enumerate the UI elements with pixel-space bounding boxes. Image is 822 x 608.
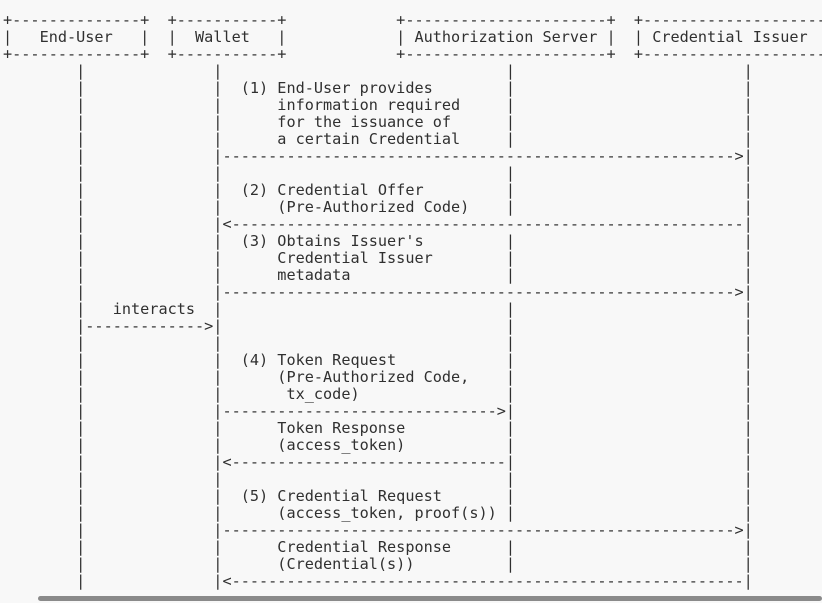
horizontal-scrollbar-thumb[interactable] [38,596,822,601]
ascii-sequence-diagram: +--------------+ +-----------+ +--------… [3,11,822,590]
page-background-strip [0,603,822,608]
